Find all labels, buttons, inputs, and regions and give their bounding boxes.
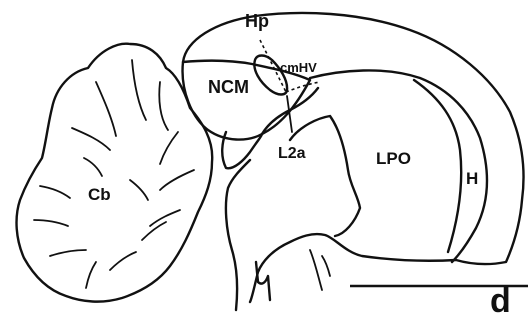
label-h: H [466,169,478,188]
brainstem-stub-2 [310,250,322,290]
brainstem-stub-1 [256,262,270,300]
folium-4 [72,128,110,150]
folium-3 [159,82,168,130]
folium-13 [84,158,102,176]
folium-6 [160,170,194,190]
label-hp: Hp [245,11,269,31]
folium-8 [40,186,70,198]
folium-10 [50,250,86,256]
folium-2 [132,60,146,120]
ventral-forebrain-edge [290,116,360,236]
folium-11 [110,252,136,270]
l2a-lamina [262,88,318,134]
folium-9 [34,220,68,226]
folium-5 [160,132,178,164]
folium-12 [142,222,166,240]
label-lpo: LPO [376,149,411,168]
lpo-h-boundary [414,80,461,252]
brainstem-outline [226,160,250,310]
brainstem-stub-3 [322,256,330,276]
folium-1 [96,82,116,136]
label-ncm: NCM [208,77,249,97]
label-l2a: L2a [278,145,306,162]
folium-14 [130,180,148,200]
label-cmhv: cmHV [280,60,317,75]
panel-label: d [490,282,511,320]
folium-15 [86,262,96,288]
label-cb: Cb [88,185,111,204]
folium-7 [150,210,180,226]
